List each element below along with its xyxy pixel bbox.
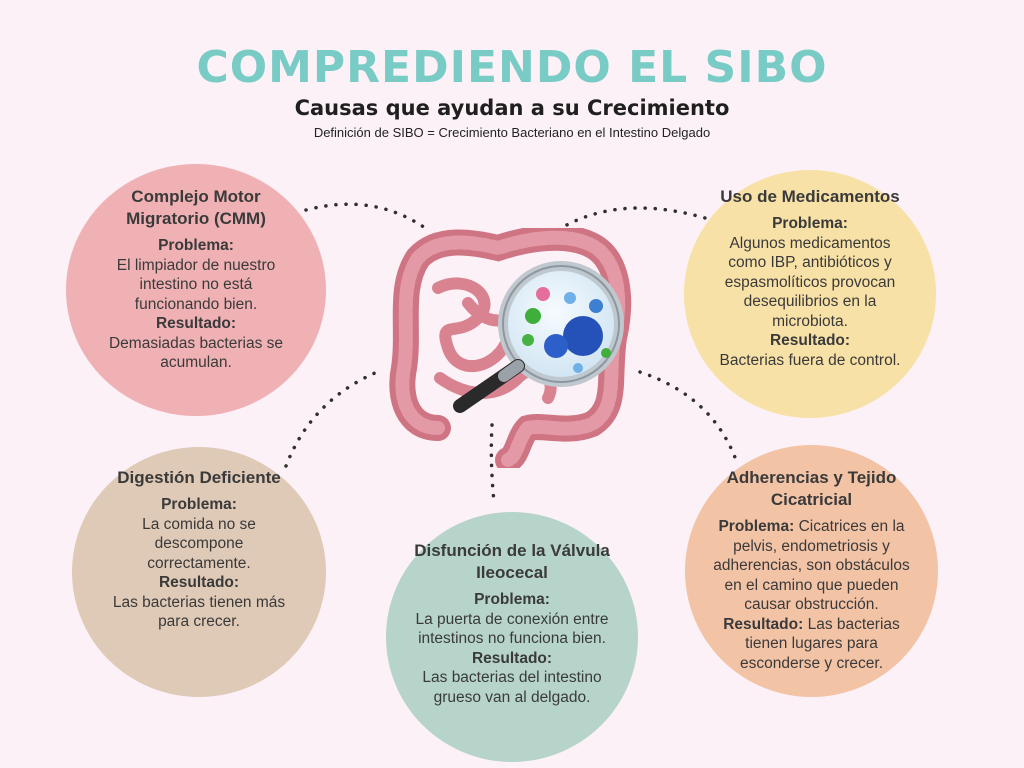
cause-adhesions-circle: Adherencias y Tejido Cicatricial Problem…	[685, 445, 938, 697]
cause-adhesions-result-label: Resultado:	[723, 615, 804, 633]
cause-valve-result: Las bacterias del intestino grueso van a…	[422, 669, 602, 706]
cause-medications-problem: Algunos medicamentos como IBP, antibióti…	[724, 234, 896, 330]
cause-cmm-circle: Complejo Motor Migratorio (CMM) Problema…	[66, 164, 326, 416]
cause-digestion-problem: La comida no se descompone correctamente…	[142, 515, 256, 572]
cause-medications-problem-label: Problema:	[772, 215, 848, 232]
cause-medications-circle: Uso de Medicamentos Problema: Algunos me…	[684, 170, 936, 418]
page-title: COMPREDIENDO EL SIBO	[196, 42, 828, 93]
cause-adhesions-title: Adherencias y Tejido Cicatricial	[726, 468, 897, 509]
cause-cmm-result-label: Resultado:	[155, 315, 237, 332]
cause-valve-problem: La puerta de conexión entre intestinos n…	[415, 610, 609, 648]
cause-adhesions-problem: Cicatrices en la pelvis, endometriosis y…	[713, 518, 910, 613]
page-subtitle: Causas que ayudan a su Crecimiento	[294, 96, 730, 120]
cause-cmm-problem: El limpiador de nuestro intestino no est…	[116, 256, 276, 313]
connector-cmm	[304, 202, 430, 232]
connector-adhesions	[638, 370, 738, 462]
cause-adhesions-problem-label: Problema:	[718, 518, 795, 535]
cause-cmm-result: Demasiadas bacterias se acumulan.	[108, 334, 284, 372]
connector-valve	[489, 423, 496, 504]
cause-valve-problem-label: Problema:	[474, 591, 550, 608]
cause-digestion-result: Las bacterias tienen más para crecer.	[112, 593, 286, 631]
cause-valve-title: Disfunción de la Válvula Ileocecal	[414, 541, 610, 582]
sibo-definition: Definición de SIBO = Crecimiento Bacteri…	[313, 125, 711, 140]
cause-valve-result-label: Resultado:	[471, 649, 553, 667]
cause-digestion-title: Digestión Deficiente	[117, 468, 281, 487]
cause-cmm-title: Complejo Motor Migratorio (CMM)	[126, 187, 266, 228]
cause-digestion-result-label: Resultado:	[158, 574, 240, 591]
cause-medications-result: Bacterias fuera de control.	[719, 351, 901, 369]
cause-medications-title: Uso de Medicamentos	[720, 187, 900, 206]
cause-digestion-problem-label: Problema:	[161, 496, 237, 513]
bacteria-icons	[522, 287, 611, 373]
cause-medications-result-label: Resultado:	[769, 332, 851, 349]
cause-adhesions-result: Las bacterias tienen lugares para escond…	[739, 615, 900, 672]
cause-cmm-problem-label: Problema:	[158, 237, 234, 254]
cause-valve-circle: Disfunción de la Válvula Ileocecal Probl…	[386, 512, 638, 762]
intestine-magnifier-bacteria-icon	[389, 228, 632, 468]
connector-digestion	[284, 368, 384, 468]
cause-digestion-circle: Digestión Deficiente Problema: La comida…	[72, 447, 326, 697]
